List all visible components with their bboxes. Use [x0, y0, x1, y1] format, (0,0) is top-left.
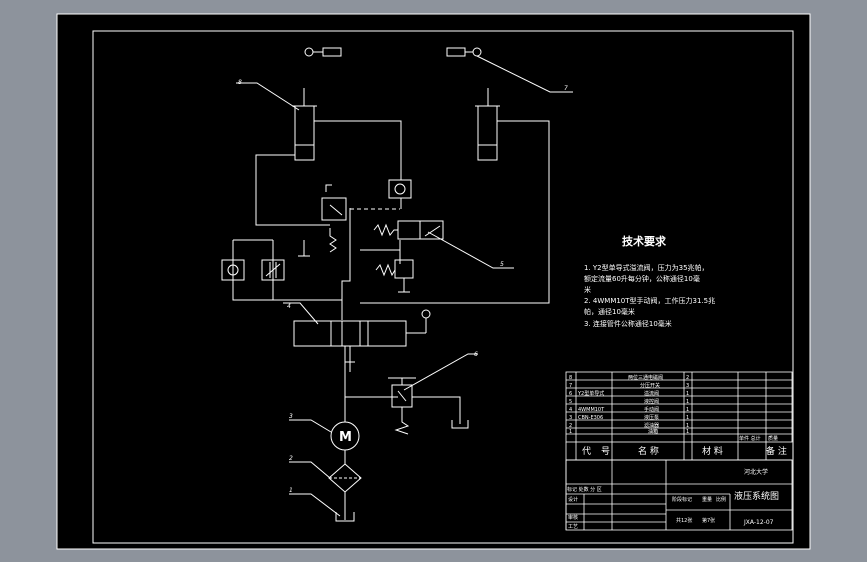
sheet-number: 第7张 [702, 517, 715, 524]
cylinder-left [292, 88, 317, 161]
parts-row-qty: 1 [686, 429, 689, 435]
parts-row-name: 溢流阀 [644, 390, 659, 397]
design-label: 设计 [568, 496, 578, 503]
leader-label-3: 3 [289, 413, 293, 420]
parts-row-qty: 1 [686, 415, 689, 421]
parts-row-name: 两位三通电磁阀 [628, 374, 663, 381]
parts-row-no: 3 [569, 415, 572, 421]
parts-header-code: 号 [601, 446, 610, 457]
drawing-number: JXA-12-07 [743, 519, 774, 526]
tech-line: 2. 4WMM10T型手动阀，工作压力31.5兆 [584, 296, 715, 305]
cylinder-right [475, 88, 500, 161]
parts-row-name: 分压开关 [640, 382, 660, 389]
mark-label: 标记 处数 分 区 [567, 486, 602, 493]
school-name: 河北大学 [744, 468, 768, 476]
check-valve-left [221, 259, 245, 281]
tech-requirements: 技术要求 1. Y2型单导式溢流阀，压力为35兆帕， 额定流量60升每分钟，公称… [584, 234, 715, 328]
parts-row-qty: 1 [686, 423, 689, 429]
sheet-count: 共12张 [676, 517, 692, 524]
motor-letter: M [339, 430, 352, 445]
parts-list [565, 371, 793, 531]
parts-row-no: 6 [569, 391, 572, 397]
parts-row-no: 7 [569, 383, 572, 389]
leader-label-7: 7 [564, 85, 568, 92]
inner-border [92, 30, 794, 544]
tech-line: 额定流量60升每分钟，公称通径10毫 [584, 274, 700, 283]
parts-header-material: 材 料 [702, 445, 723, 457]
control-valve [373, 220, 444, 240]
stage-label: 阶段标记 [672, 496, 692, 503]
parts-row-name: 滤油器 [644, 422, 659, 429]
check-valve-top [388, 179, 412, 199]
throttle-valve [261, 259, 285, 281]
tech-title: 技术要求 [622, 234, 667, 248]
parts-header-name: 名 称 [638, 445, 659, 457]
weight-label: 重量 [702, 496, 712, 503]
leader-label-1: 1 [289, 487, 293, 494]
parts-header-extra: 单件 总计 [739, 435, 761, 442]
leader-label-5: 5 [500, 261, 504, 268]
sequence-valve [375, 259, 414, 293]
parts-row-no: 8 [569, 375, 572, 381]
parts-header-remarks: 备 注 [766, 445, 787, 457]
limit-switch-left [304, 47, 342, 57]
parts-row-name: 液压泵 [644, 414, 659, 421]
craft-label: 工艺 [568, 524, 578, 530]
parts-row-no: 2 [569, 423, 572, 429]
tech-line: 1. Y2型单导式溢流阀，压力为35兆帕， [584, 263, 709, 272]
leader-label-4: 4 [287, 303, 291, 310]
parts-row-qty: 2 [686, 375, 689, 381]
relief-valve [388, 377, 469, 435]
parts-row-name: 液控阀 [644, 398, 659, 405]
parts-row-code: CBN-E306 [578, 415, 603, 421]
tech-line: 3. 连接管件公称通径10毫米 [584, 319, 672, 328]
parts-row-code: Y2型单导式 [577, 390, 604, 397]
tech-line: 米 [584, 285, 591, 294]
parts-row-qty: 1 [686, 391, 689, 397]
filter [328, 463, 362, 520]
parts-row-no: 5 [569, 399, 572, 405]
parts-header-weight: 质量 [768, 435, 778, 442]
parts-row-name: 手动阀 [644, 406, 659, 413]
parts-row-code: 4WMM10T [578, 407, 605, 413]
parts-header-no: 代 [582, 446, 591, 457]
parts-row-no: 4 [569, 407, 572, 413]
parts-row-qty: 3 [686, 383, 689, 389]
parts-row-qty: 1 [686, 399, 689, 405]
tech-line: 帕，通径10毫米 [584, 307, 635, 316]
leader-label-6: 6 [474, 351, 478, 358]
drawing-title: 液压系统图 [734, 490, 779, 502]
parts-row-no: 1 [569, 429, 572, 435]
oil-tank [335, 512, 355, 522]
parts-row-qty: 1 [686, 407, 689, 413]
solenoid-valve [298, 184, 347, 257]
leader-label-2: 2 [289, 455, 293, 462]
scale-label: 比例 [716, 496, 726, 503]
check-label: 审核 [568, 514, 578, 521]
pump-motor [330, 420, 360, 464]
parts-row-name: 油箱 [648, 428, 658, 435]
leader-label-8: 8 [238, 79, 242, 86]
